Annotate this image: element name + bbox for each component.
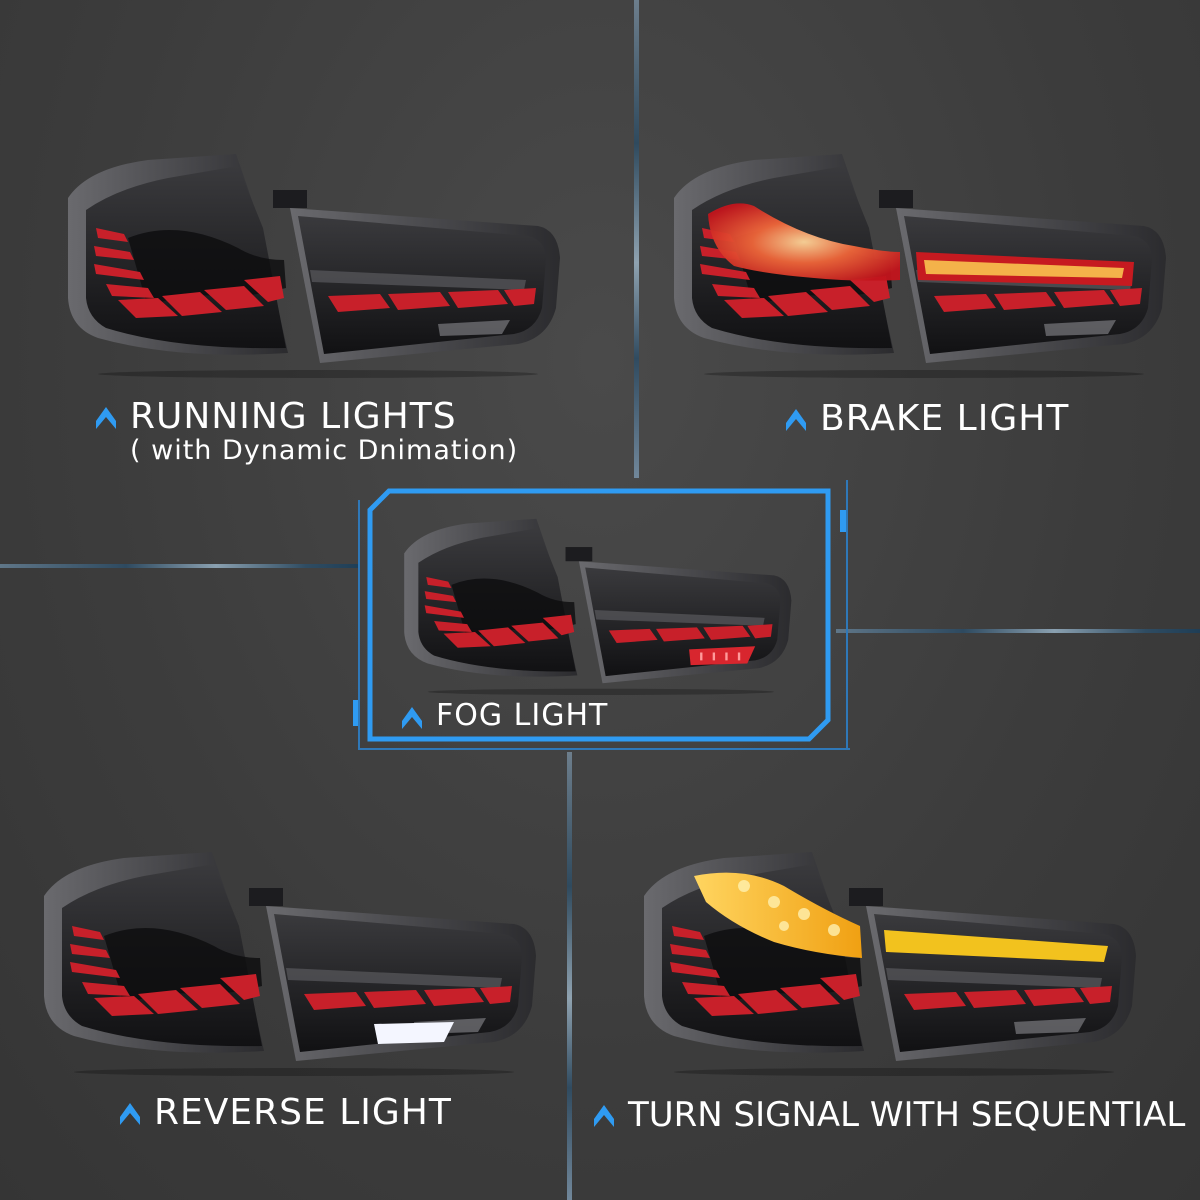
tail-light-brake-image	[664, 148, 1174, 378]
brake-light-title: BRAKE LIGHT	[820, 398, 1070, 439]
divider-horizontal-left	[0, 564, 360, 568]
frame-line-bottom	[360, 748, 850, 750]
running-lights-title: RUNNING LIGHTS	[130, 396, 457, 437]
tail-light-running-image	[58, 148, 568, 378]
chevron-up-icon	[594, 1105, 614, 1127]
chevron-up-icon	[786, 409, 806, 431]
label-fog-light: FOG LIGHT	[402, 698, 608, 734]
frame-tab-right	[840, 510, 847, 532]
frame-line-right	[846, 480, 848, 750]
label-reverse-light: REVERSE LIGHT	[120, 1094, 452, 1132]
label-brake-light: BRAKE LIGHT	[786, 400, 1069, 438]
divider-horizontal-right	[836, 629, 1200, 633]
chevron-up-icon	[402, 707, 422, 729]
tail-light-reverse-image	[34, 846, 544, 1076]
divider-vertical-bottom	[567, 752, 572, 1200]
label-turn-signal: TURN SIGNAL WITH SEQUENTIAL	[594, 1096, 1185, 1134]
divider-vertical-top	[634, 0, 639, 478]
chevron-up-icon	[96, 407, 116, 429]
fog-light-title: FOG LIGHT	[436, 698, 609, 733]
tail-light-turn-image	[634, 846, 1144, 1076]
chevron-up-icon	[120, 1103, 140, 1125]
label-running-lights: RUNNING LIGHTS ( with Dynamic Dnimation)	[96, 398, 518, 466]
turn-signal-title: TURN SIGNAL WITH SEQUENTIAL	[628, 1095, 1186, 1135]
tail-light-fog-image	[396, 514, 798, 695]
frame-tab-left	[353, 700, 360, 726]
reverse-light-title: REVERSE LIGHT	[154, 1092, 452, 1133]
running-lights-subtitle: ( with Dynamic Dnimation)	[130, 435, 519, 466]
frame-line-left	[358, 500, 360, 750]
highlight-frame	[367, 488, 831, 742]
